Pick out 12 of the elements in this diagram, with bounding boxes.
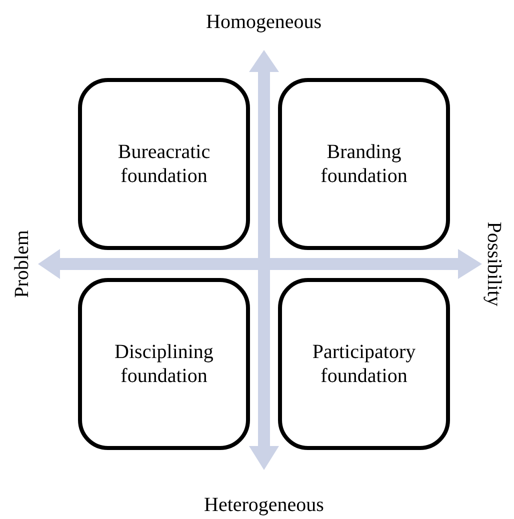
box-label: Participatory foundation: [311, 340, 417, 388]
quadrant-box: [278, 78, 450, 250]
box-label: Branding foundation: [320, 140, 408, 188]
box-label: Disciplining foundation: [114, 340, 214, 388]
quadrant-box: [78, 78, 250, 250]
axis-label: Heterogeneous: [204, 493, 324, 517]
box-label: Bureacratic foundation: [116, 140, 212, 188]
axis-label: Homogeneous: [206, 10, 322, 34]
axis-label: Possibility: [482, 222, 506, 306]
quadrant-box: [278, 278, 450, 450]
quadrant-box: [78, 278, 250, 450]
axis-label: Problem: [10, 230, 34, 298]
